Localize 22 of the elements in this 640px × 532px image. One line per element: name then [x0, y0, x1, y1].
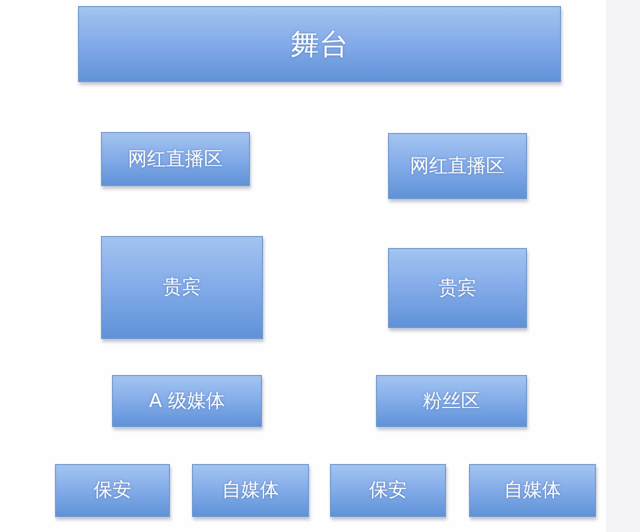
- area-box: [376, 375, 527, 427]
- area-box: [388, 248, 527, 328]
- area-box: [330, 464, 446, 517]
- area-label: 自媒体: [504, 479, 561, 502]
- area-box: [192, 464, 309, 517]
- area-box: [101, 236, 263, 339]
- area-label: 保安: [369, 479, 407, 502]
- stage-box: [78, 6, 561, 82]
- area-label: 网红直播区: [128, 148, 223, 170]
- area-label: 网红直播区: [410, 154, 505, 178]
- area-box: [112, 375, 262, 427]
- area-box: [469, 464, 596, 517]
- area-label: 贵宾: [438, 276, 476, 300]
- area-label: 贵宾: [163, 276, 201, 299]
- area-label: A 级媒体: [148, 390, 226, 412]
- area-label: 保安: [94, 479, 132, 502]
- area-label: 舞台: [290, 26, 348, 62]
- area-box: [101, 132, 250, 186]
- area-box: [388, 133, 527, 199]
- area-box: [55, 464, 170, 517]
- area-label: 自媒体: [222, 479, 279, 502]
- area-label: 粉丝区: [423, 390, 480, 412]
